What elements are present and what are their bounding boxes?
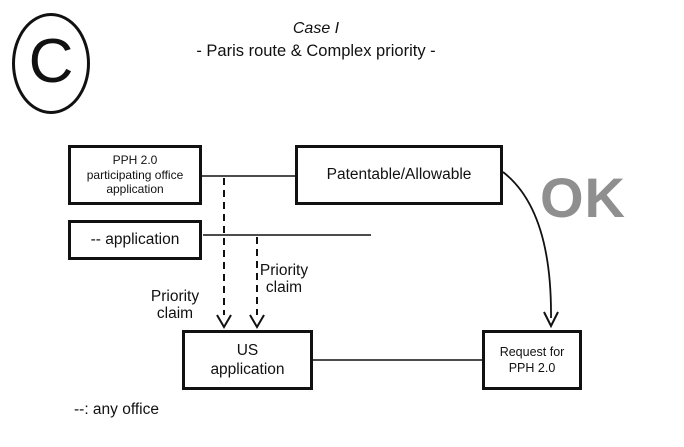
figure-label-letter: C <box>28 26 74 96</box>
arrowhead-priority-2 <box>249 314 265 329</box>
priority-claim-label-left: Priority claim <box>140 288 210 322</box>
curve-patentable-to-request <box>502 171 552 319</box>
box-us-application: US application <box>182 330 313 390</box>
priority-claim-left-line2: claim <box>156 304 194 322</box>
box-pph-office-line3: application <box>106 182 164 197</box>
figure-label-circle: C <box>12 13 90 114</box>
box-request-for-pph: Request for PPH 2.0 <box>482 330 582 390</box>
arrowhead-request <box>543 311 559 329</box>
box-pph-office-line1: PPH 2.0 <box>112 153 158 168</box>
diagram-heading: Case I - Paris route & Complex priority … <box>116 20 516 61</box>
box-pph-office-line2: participating office <box>86 167 184 182</box>
box-patentable-allowable-label: Patentable/Allowable <box>326 166 472 183</box>
priority-claim-right-line2: claim <box>265 278 303 296</box>
ok-status-label: OK <box>540 166 626 229</box>
box-us-application-line1: US <box>236 342 259 359</box>
legend-footnote: --: any office <box>74 401 160 418</box>
box-any-office-application: -- application <box>68 220 202 260</box>
priority-claim-right-line1: Priority <box>259 262 309 279</box>
box-pph-participating-office-application: PPH 2.0 participating office application <box>68 145 202 205</box>
case-subtitle: - Paris route & Complex priority - <box>196 42 436 60</box>
case-title: Case I <box>292 20 340 37</box>
arrowhead-priority-1 <box>216 314 232 329</box>
box-any-office-application-label: -- application <box>90 231 180 248</box>
box-patentable-allowable: Patentable/Allowable <box>295 145 503 205</box>
box-request-line2: PPH 2.0 <box>508 361 556 375</box>
box-us-application-line2: application <box>210 361 285 378</box>
priority-claim-label-right: Priority claim <box>254 262 314 296</box>
priority-claim-left-line1: Priority <box>150 288 200 305</box>
box-request-line1: Request for <box>499 345 565 359</box>
